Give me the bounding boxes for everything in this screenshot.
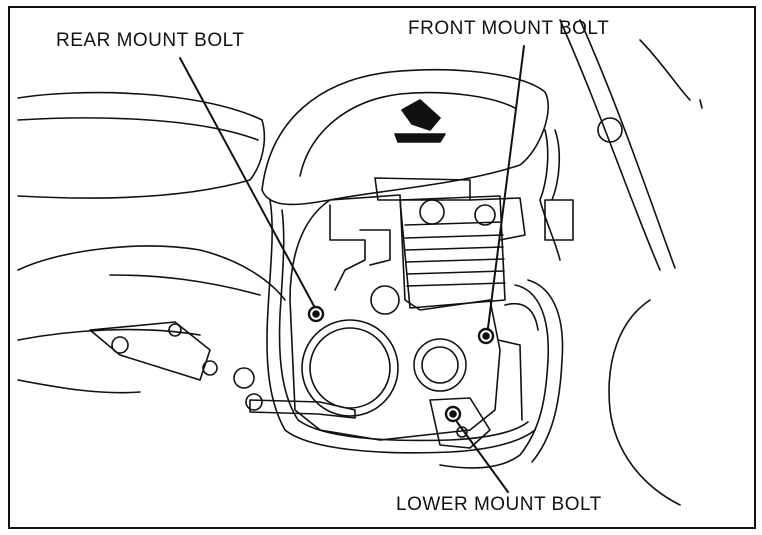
rear-mount-bolt-label: REAR MOUNT BOLT [56, 30, 245, 51]
exhaust-pipes [497, 129, 574, 421]
rear-mount-bolt-marker [307, 305, 325, 323]
footpeg-bracket [89, 321, 356, 419]
lower-mount-leader-line [456, 421, 509, 493]
frame-tubes [266, 199, 564, 469]
side-cover [17, 245, 286, 394]
front-mount-bolt-marker [477, 327, 495, 345]
lower-mount-bolt-marker [444, 405, 462, 423]
lower-mount-bolt-label: LOWER MOUNT BOLT [396, 494, 602, 515]
lower-mount-plate [429, 397, 491, 449]
front-mount-bolt-label: FRONT MOUNT BOLT [408, 18, 610, 39]
fuel-tank [261, 68, 549, 206]
cylinder-block [374, 177, 526, 309]
front-mount-leader-line [487, 45, 525, 329]
rear-mount-leader-line [179, 57, 315, 307]
front-wheel [559, 19, 703, 506]
seat [17, 91, 266, 199]
